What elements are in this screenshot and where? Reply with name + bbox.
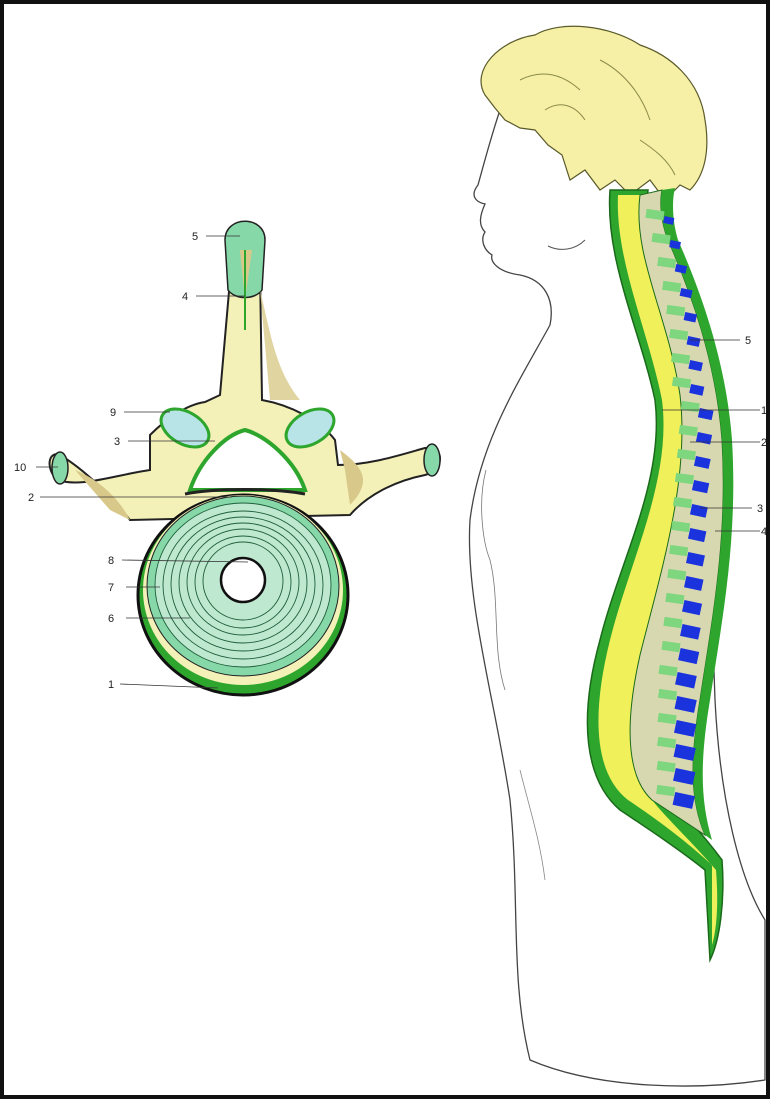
vertebra-label-8: 8 [108, 555, 114, 567]
spine-label-5: 5 [745, 335, 751, 347]
spine-label-2: 2 [761, 437, 767, 449]
nucleus-pulposus [221, 558, 265, 602]
vertebra-label-6: 6 [108, 613, 114, 625]
vertebra-label-4: 4 [182, 291, 188, 303]
intervertebral-disc [138, 495, 348, 695]
vertebra-label-9: 9 [110, 407, 116, 419]
spine-label-group: 5 1 2 3 4 [745, 335, 767, 538]
vertebra-label-1: 1 [108, 679, 114, 691]
vertebra-label-5: 5 [192, 231, 198, 243]
body-side-view [469, 26, 765, 1086]
spine-label-3: 3 [757, 503, 763, 515]
vertebra-label-3: 3 [114, 436, 120, 448]
vertebra-label-10: 10 [14, 462, 26, 474]
vertebra-label-7: 7 [108, 582, 114, 594]
hair [481, 26, 707, 200]
spine-label-4: 4 [761, 526, 767, 538]
spine-label-1: 1 [761, 405, 767, 417]
vertebra-label-2: 2 [28, 492, 34, 504]
